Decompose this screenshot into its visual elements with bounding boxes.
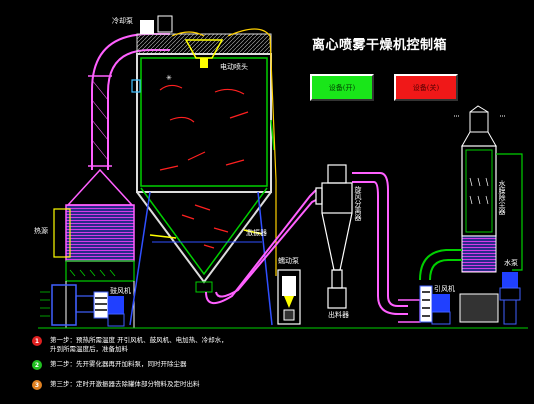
label-fan: 鼓风机 — [110, 287, 131, 295]
label-water-pump: 水泵 — [504, 259, 518, 267]
label-discharge: 出料器 — [328, 311, 349, 319]
label-induced-fan: 引风机 — [434, 285, 455, 293]
step-2-badge: 2 — [32, 360, 42, 370]
exhaust-duct — [205, 172, 408, 315]
svg-text:✳: ✳ — [166, 74, 172, 82]
step-1-line1: 第一步：预热所需温度 开引风机、鼓风机、电加热、冷却水， — [50, 336, 228, 344]
water-pump — [499, 272, 521, 325]
cyclone-separator — [315, 164, 353, 309]
equipment-on-button[interactable]: 设备(开) — [310, 74, 374, 101]
step-2-text: 第二步：先开雾化器再开加料泵，同时开除尘器 — [50, 360, 187, 368]
label-peristaltic-pump: 蠕动泵 — [278, 257, 299, 265]
label-vibrator: 激振器 — [246, 229, 267, 237]
step-1-line2: 升到所需温度后，准备加料 — [50, 345, 128, 353]
label-cyclone: 旋风分离器 — [354, 186, 362, 221]
label-cold-water-pump: 冷却泵 — [112, 17, 133, 25]
step-3: 3 第三步：定时开激振器去除罐体部分物料及定时出料 — [32, 380, 200, 390]
water-film-scrubber — [419, 105, 523, 323]
step-1-badge: 1 — [32, 336, 42, 346]
step-1: 1 第一步：预热所需温度 开引风机、鼓风机、电加热、冷却水， 升到所需温度后，准… — [32, 336, 228, 354]
drying-chamber: ✳ — [129, 33, 275, 326]
label-water-scrubber: 水膜除尘器 — [498, 180, 506, 215]
peristaltic-pump — [277, 269, 301, 325]
page-title: 离心喷雾干燥机控制箱 — [312, 38, 448, 53]
step-1-text: 第一步：预热所需温度 开引风机、鼓风机、电加热、冷却水， 升到所需温度后，准备加… — [50, 336, 228, 354]
step-3-text: 第三步：定时开激振器去除罐体部分物料及定时出料 — [50, 380, 200, 388]
label-electric-nozzle: 电动喷头 — [220, 63, 248, 71]
induced-fan — [398, 285, 451, 325]
equipment-off-button[interactable]: 设备(关) — [394, 74, 458, 101]
atomizer — [131, 15, 277, 276]
step-3-badge: 3 — [32, 380, 42, 390]
blower-fan — [40, 284, 125, 327]
step-2: 2 第二步：先开雾化器再开加料泵，同时开除尘器 — [32, 360, 187, 370]
label-heater: 热源 — [34, 227, 48, 235]
heater-box — [53, 168, 135, 328]
